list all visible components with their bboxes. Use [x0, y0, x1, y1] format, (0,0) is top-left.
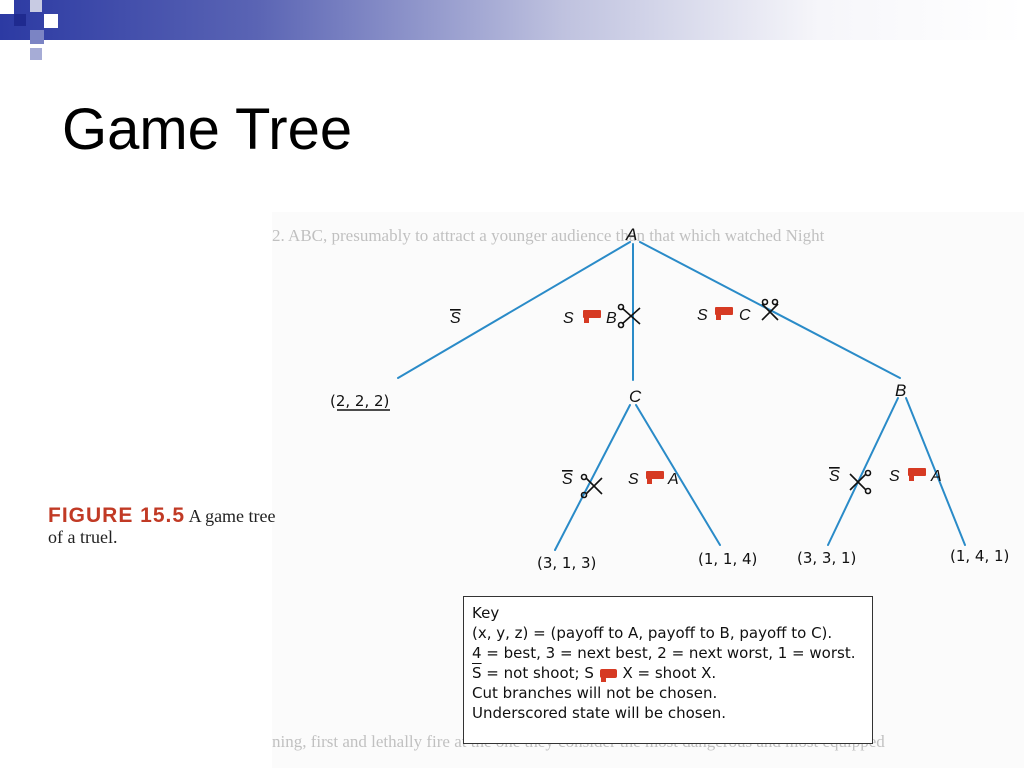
key-shoot-symbol: S	[584, 664, 594, 682]
payoff-1-4-1: (1, 4, 1)	[950, 547, 1009, 565]
label-c-not-shoot: S	[562, 471, 573, 488]
scissors-icon	[580, 473, 603, 499]
payoff-1-1-4: (1, 1, 4)	[698, 550, 757, 568]
header-square-small	[30, 48, 42, 60]
scissors-icon	[761, 298, 779, 321]
header-square-dark	[14, 14, 26, 26]
scissors-icon	[849, 469, 872, 495]
node-c: C	[629, 387, 642, 406]
header-band	[0, 0, 1024, 40]
label-c-shoot-a-s: S	[628, 471, 639, 488]
header-square-light-2	[30, 0, 42, 12]
node-a: A	[625, 225, 637, 244]
payoff-2-2-2: (2, 2, 2)	[330, 392, 389, 410]
key-line-ranking: 4 = best, 3 = next best, 2 = next worst,…	[472, 644, 856, 662]
ghost-text-top: 2. ABC, presumably to attract a younger …	[272, 226, 825, 245]
label-a-shoot-c-target: C	[739, 307, 751, 324]
label-a-shoot-b-s: S	[563, 310, 574, 327]
branch-a-right	[639, 241, 901, 379]
branch-c-left	[554, 404, 631, 551]
label-b-not-shoot: S	[829, 468, 840, 485]
key-line-underscore: Underscored state will be chosen.	[472, 704, 727, 722]
header-square-mid	[30, 30, 44, 44]
node-b: B	[895, 381, 906, 400]
key-heading: Key	[472, 604, 500, 622]
branch-b-right	[905, 397, 966, 546]
payoff-3-1-3: (3, 1, 3)	[537, 554, 596, 572]
slide-title: Game Tree	[62, 97, 353, 162]
payoff-3-3-1: (3, 3, 1)	[797, 549, 856, 567]
scissors-icon	[617, 303, 641, 329]
gun-icon	[908, 468, 926, 481]
label-b-shoot-a-s: S	[889, 468, 900, 485]
figure-caption: FIGURE 15.5 A game tree of a truel.	[48, 505, 278, 548]
key-not-shoot-text: = not shoot;	[481, 664, 585, 682]
legend-key-box: Key (x, y, z) = (payoff to A, payoff to …	[463, 596, 873, 744]
branch-b-left	[827, 397, 899, 546]
key-shoot-text: X = shoot X.	[617, 664, 717, 682]
key-line-shoot: S = not shoot; S X = shoot X.	[472, 663, 864, 683]
key-line-cut: Cut branches will not be chosen.	[472, 684, 718, 702]
label-a-shoot-c-s: S	[697, 307, 708, 324]
figure-number: FIGURE 15.5	[48, 504, 186, 527]
key-line-payoffs: (x, y, z) = (payoff to A, payoff to B, p…	[472, 624, 833, 642]
label-a-not-shoot: S	[450, 310, 461, 327]
label-a-shoot-b-target: B	[606, 310, 617, 327]
header-square-light-3	[44, 14, 58, 28]
label-c-shoot-a-target: A	[667, 471, 679, 488]
gun-icon	[583, 310, 601, 323]
gun-icon	[646, 471, 664, 484]
branch-a-left	[397, 241, 631, 379]
key-not-shoot-symbol: S	[472, 664, 482, 682]
figure-caption-text: A game tree of a truel.	[48, 506, 276, 547]
branch-c-right	[635, 404, 721, 546]
gun-icon	[715, 307, 733, 320]
gun-icon	[599, 669, 617, 682]
label-b-shoot-a-target: A	[930, 468, 942, 485]
header-square-light-1	[0, 0, 14, 14]
